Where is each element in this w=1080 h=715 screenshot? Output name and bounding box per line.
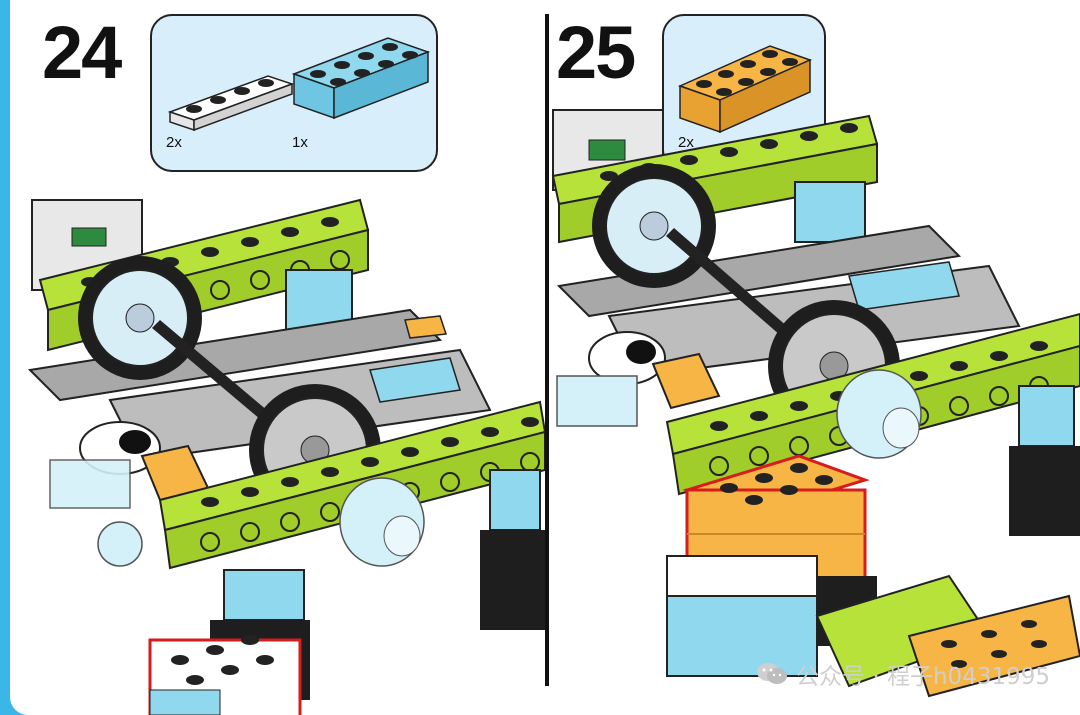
watermark-text: 公众号 · 程子h0431995 — [796, 664, 1050, 690]
orange-brick-icon — [677, 45, 813, 134]
step-divider — [545, 14, 549, 686]
parts-illustration-24 — [167, 37, 431, 132]
azure-brick-icon — [291, 37, 431, 120]
step-number-24: 24 — [42, 11, 122, 94]
parts-illustration-25 — [677, 45, 813, 134]
step-number-25: 25 — [556, 11, 636, 94]
part-qty-white-plate: 2x — [166, 134, 182, 151]
instruction-page: 24 — [10, 0, 1080, 715]
part-qty-azure-brick: 1x — [292, 134, 308, 151]
step-25-model-illustration — [551, 109, 1080, 698]
wechat-icon — [757, 663, 788, 684]
parts-callout-24: 2x 1x — [150, 14, 438, 172]
watermark: 公众号 · 程子h0431995 — [756, 657, 1050, 691]
white-plate-icon — [167, 75, 295, 132]
step-24-model-illustration — [27, 198, 545, 715]
part-qty-orange-brick: 2x — [678, 134, 694, 151]
